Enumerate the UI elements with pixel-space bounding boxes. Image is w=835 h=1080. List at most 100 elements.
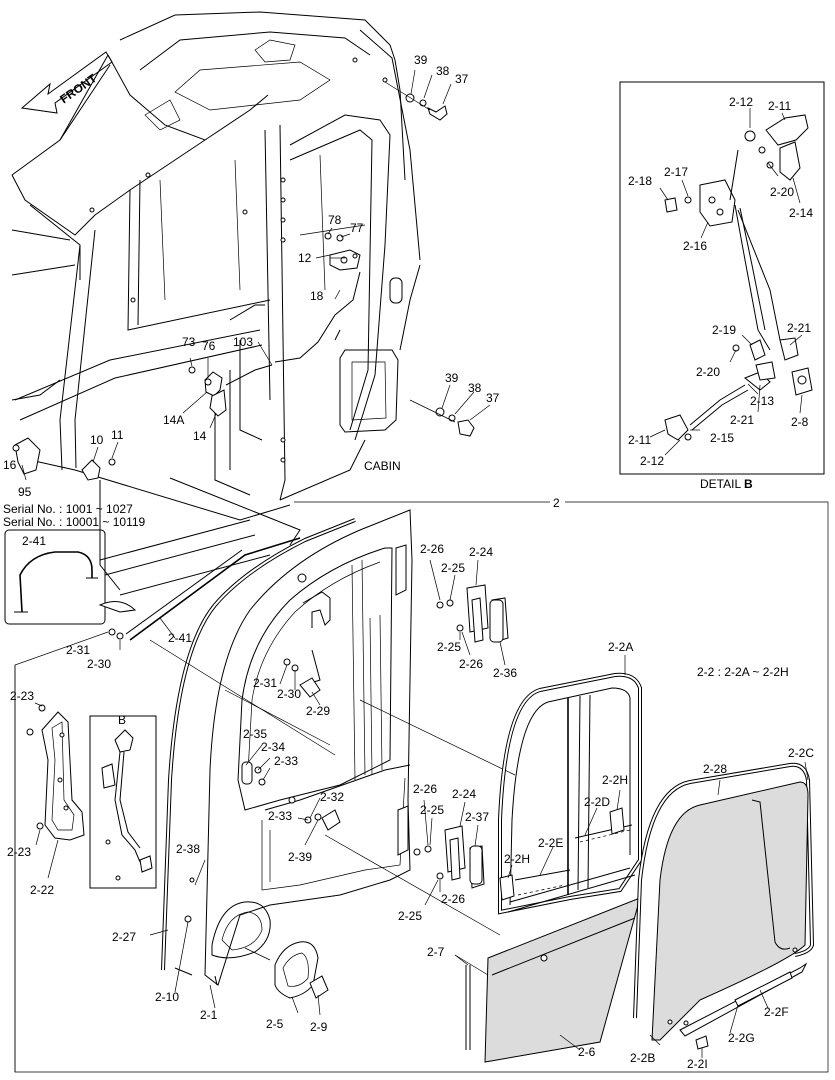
callout-76: 76: [202, 339, 216, 353]
label-2-31a: 2-31: [66, 643, 90, 657]
callout-37: 37: [455, 72, 469, 86]
detail-2-16: 2-16: [683, 239, 707, 253]
label-2-30a: 2-30: [87, 657, 111, 671]
label-2-25c: 2-25: [420, 803, 444, 817]
label-2-26a: 2-26: [420, 542, 444, 556]
label-2-2C: 2-2C: [788, 746, 814, 760]
label-2-31b: 2-31: [253, 676, 277, 690]
assist-handle-parts: [108, 537, 301, 650]
cabin-label: CABIN: [364, 459, 401, 473]
callout-12: 12: [298, 251, 312, 265]
detail-2-20b: 2-20: [696, 365, 720, 379]
label-2-36: 2-36: [493, 666, 517, 680]
label-2-2H-b: 2-2H: [504, 852, 530, 866]
label-2-37: 2-37: [465, 810, 489, 824]
callout-10: 10: [90, 433, 104, 447]
label-2-7: 2-7: [427, 945, 445, 959]
assembly-note: 2-2 : 2-2A ~ 2-2H: [697, 665, 789, 679]
label-2-41b: 2-41: [168, 631, 192, 645]
label-2-38: 2-38: [176, 842, 200, 856]
detail-2-19: 2-19: [712, 323, 736, 337]
label-2-2G: 2-2G: [728, 1031, 755, 1045]
label-2-5: 2-5: [266, 1017, 284, 1031]
label-2-29: 2-29: [306, 704, 330, 718]
callout-77: 77: [350, 221, 364, 235]
detail-2-14: 2-14: [789, 206, 813, 220]
callout-leaders-door: [149, 664, 321, 1016]
lower-rail-parts: [649, 962, 808, 1058]
callout-78: 78: [328, 213, 342, 227]
label-2-26b: 2-26: [459, 657, 483, 671]
door-panel-2-1: [161, 509, 413, 986]
handle-2-41-inset: [4, 529, 137, 625]
serial-line-1: Serial No. : 1001 ~ 1027: [3, 502, 133, 516]
front-direction-arrow: FRONT: [20, 51, 113, 114]
inset-b-panel: [89, 715, 157, 889]
callout-38b: 38: [468, 381, 482, 395]
label-2-2I: 2-2I: [687, 1057, 708, 1071]
label-2-26d: 2-26: [441, 892, 465, 906]
label-2-2E: 2-2E: [538, 836, 563, 850]
callout-37b: 37: [486, 391, 500, 405]
lock-mechanism-parts: [274, 232, 361, 363]
label-2-30b: 2-30: [277, 687, 301, 701]
detail-2-21a: 2-21: [787, 321, 811, 335]
callout-38: 38: [436, 64, 450, 78]
callout-103: 103: [233, 335, 253, 349]
detail-2-15: 2-15: [710, 431, 734, 445]
rubber-stoppers: [469, 599, 504, 885]
callout-73: 73: [182, 335, 196, 349]
label-2-2A: 2-2A: [608, 640, 633, 654]
detail-2-11a: 2-11: [768, 99, 791, 113]
front-label: FRONT: [57, 71, 99, 107]
label-2-27: 2-27: [112, 930, 136, 944]
label-2-25a: 2-25: [441, 561, 465, 575]
detail-2-17: 2-17: [664, 165, 688, 179]
label-2-32: 2-32: [320, 790, 344, 804]
lower-glass-2-6: [454, 897, 641, 1063]
door-latch-assembly: [182, 364, 273, 417]
upper-rear-fasteners: [384, 69, 452, 121]
bracket-2-22: [26, 702, 85, 879]
label-2-41a: 2-41: [22, 534, 46, 548]
label-2-2H-a: 2-2H: [602, 773, 628, 787]
callout-95: 95: [18, 485, 32, 499]
serial-line-2: Serial No. : 10001 ~ 10119: [3, 515, 146, 529]
label-2-39: 2-39: [288, 850, 312, 864]
callout-18: 18: [310, 289, 324, 303]
detail-2-8: 2-8: [791, 415, 809, 429]
label-2-25b: 2-25: [437, 640, 461, 654]
detail-2-11b: 2-11: [628, 433, 651, 447]
label-2-28: 2-28: [703, 762, 727, 776]
callout-14: 14: [193, 429, 207, 443]
callout-labels: 39 38 37 78 77 12 18 73 76 103 14A 14 39…: [3, 53, 814, 1071]
detail-2-21b: 2-21: [730, 413, 754, 427]
label-2-1: 2-1: [200, 1008, 218, 1022]
label-b-inset: B: [118, 713, 126, 727]
callout-39: 39: [414, 53, 428, 67]
assembly-label: 2: [553, 496, 560, 510]
front-bracket-parts: [12, 437, 116, 481]
detail-b-caption: DETAIL B: [700, 477, 753, 491]
detail-2-12a: 2-12: [729, 95, 753, 109]
leader-lines-middle: [149, 639, 516, 936]
label-2-2F: 2-2F: [764, 1005, 789, 1019]
label-2-34: 2-34: [261, 740, 285, 754]
label-2-23b: 2-23: [7, 845, 31, 859]
label-2-10: 2-10: [155, 990, 179, 1004]
detail-2-20a: 2-20: [770, 185, 794, 199]
door-assembly-outline: [14, 501, 829, 1073]
callout-14A: 14A: [163, 413, 184, 427]
label-2-9: 2-9: [310, 1020, 328, 1034]
label-2-33a: 2-33: [274, 754, 298, 768]
label-2-24a: 2-24: [469, 545, 493, 559]
label-2-6: 2-6: [578, 1045, 596, 1059]
callout-leaders-top: [92, 227, 351, 463]
detail-2-18: 2-18: [628, 174, 652, 188]
label-2-23a: 2-23: [10, 689, 34, 703]
callout-39b: 39: [445, 371, 459, 385]
hinge-lower-2-24: [413, 799, 485, 906]
detail-2-12b: 2-12: [640, 454, 664, 468]
lower-rear-fasteners: [409, 384, 491, 437]
